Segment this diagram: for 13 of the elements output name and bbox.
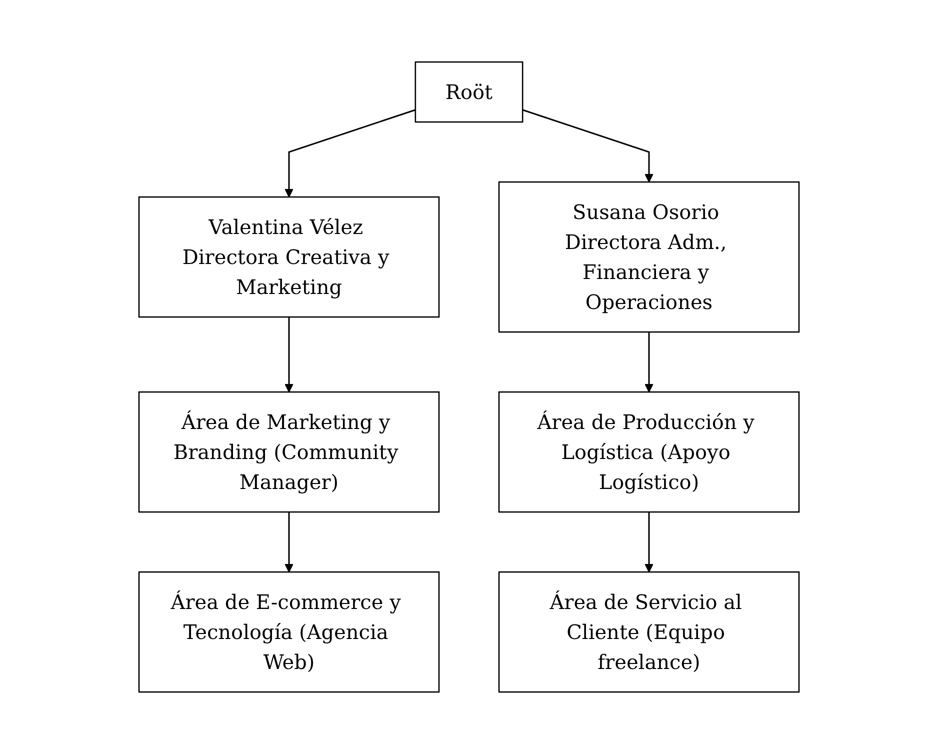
arrow bbox=[644, 512, 653, 572]
arrow bbox=[522, 109, 653, 182]
arrow bbox=[644, 332, 653, 392]
node-box: Valentina Vélez Directora Creativa y Marketing bbox=[138, 196, 440, 318]
node-box: Área de Producción y Logística (Apoyo Logístico) bbox=[498, 391, 800, 513]
arrow bbox=[284, 109, 416, 198]
arrow bbox=[284, 317, 293, 392]
arrow bbox=[284, 512, 293, 572]
node-box: Área de Marketing y Branding (Community Manager) bbox=[138, 391, 440, 513]
node-box: Área de Servicio al Cliente (Equipo freelance) bbox=[498, 571, 800, 693]
node-box: Susana Osorio Directora Adm., Financiera y Operaciones bbox=[498, 181, 800, 333]
node-box: Área de E-commerce y Tecnología (Agencia Web) bbox=[138, 571, 440, 693]
node-box: Roöt bbox=[414, 61, 523, 123]
